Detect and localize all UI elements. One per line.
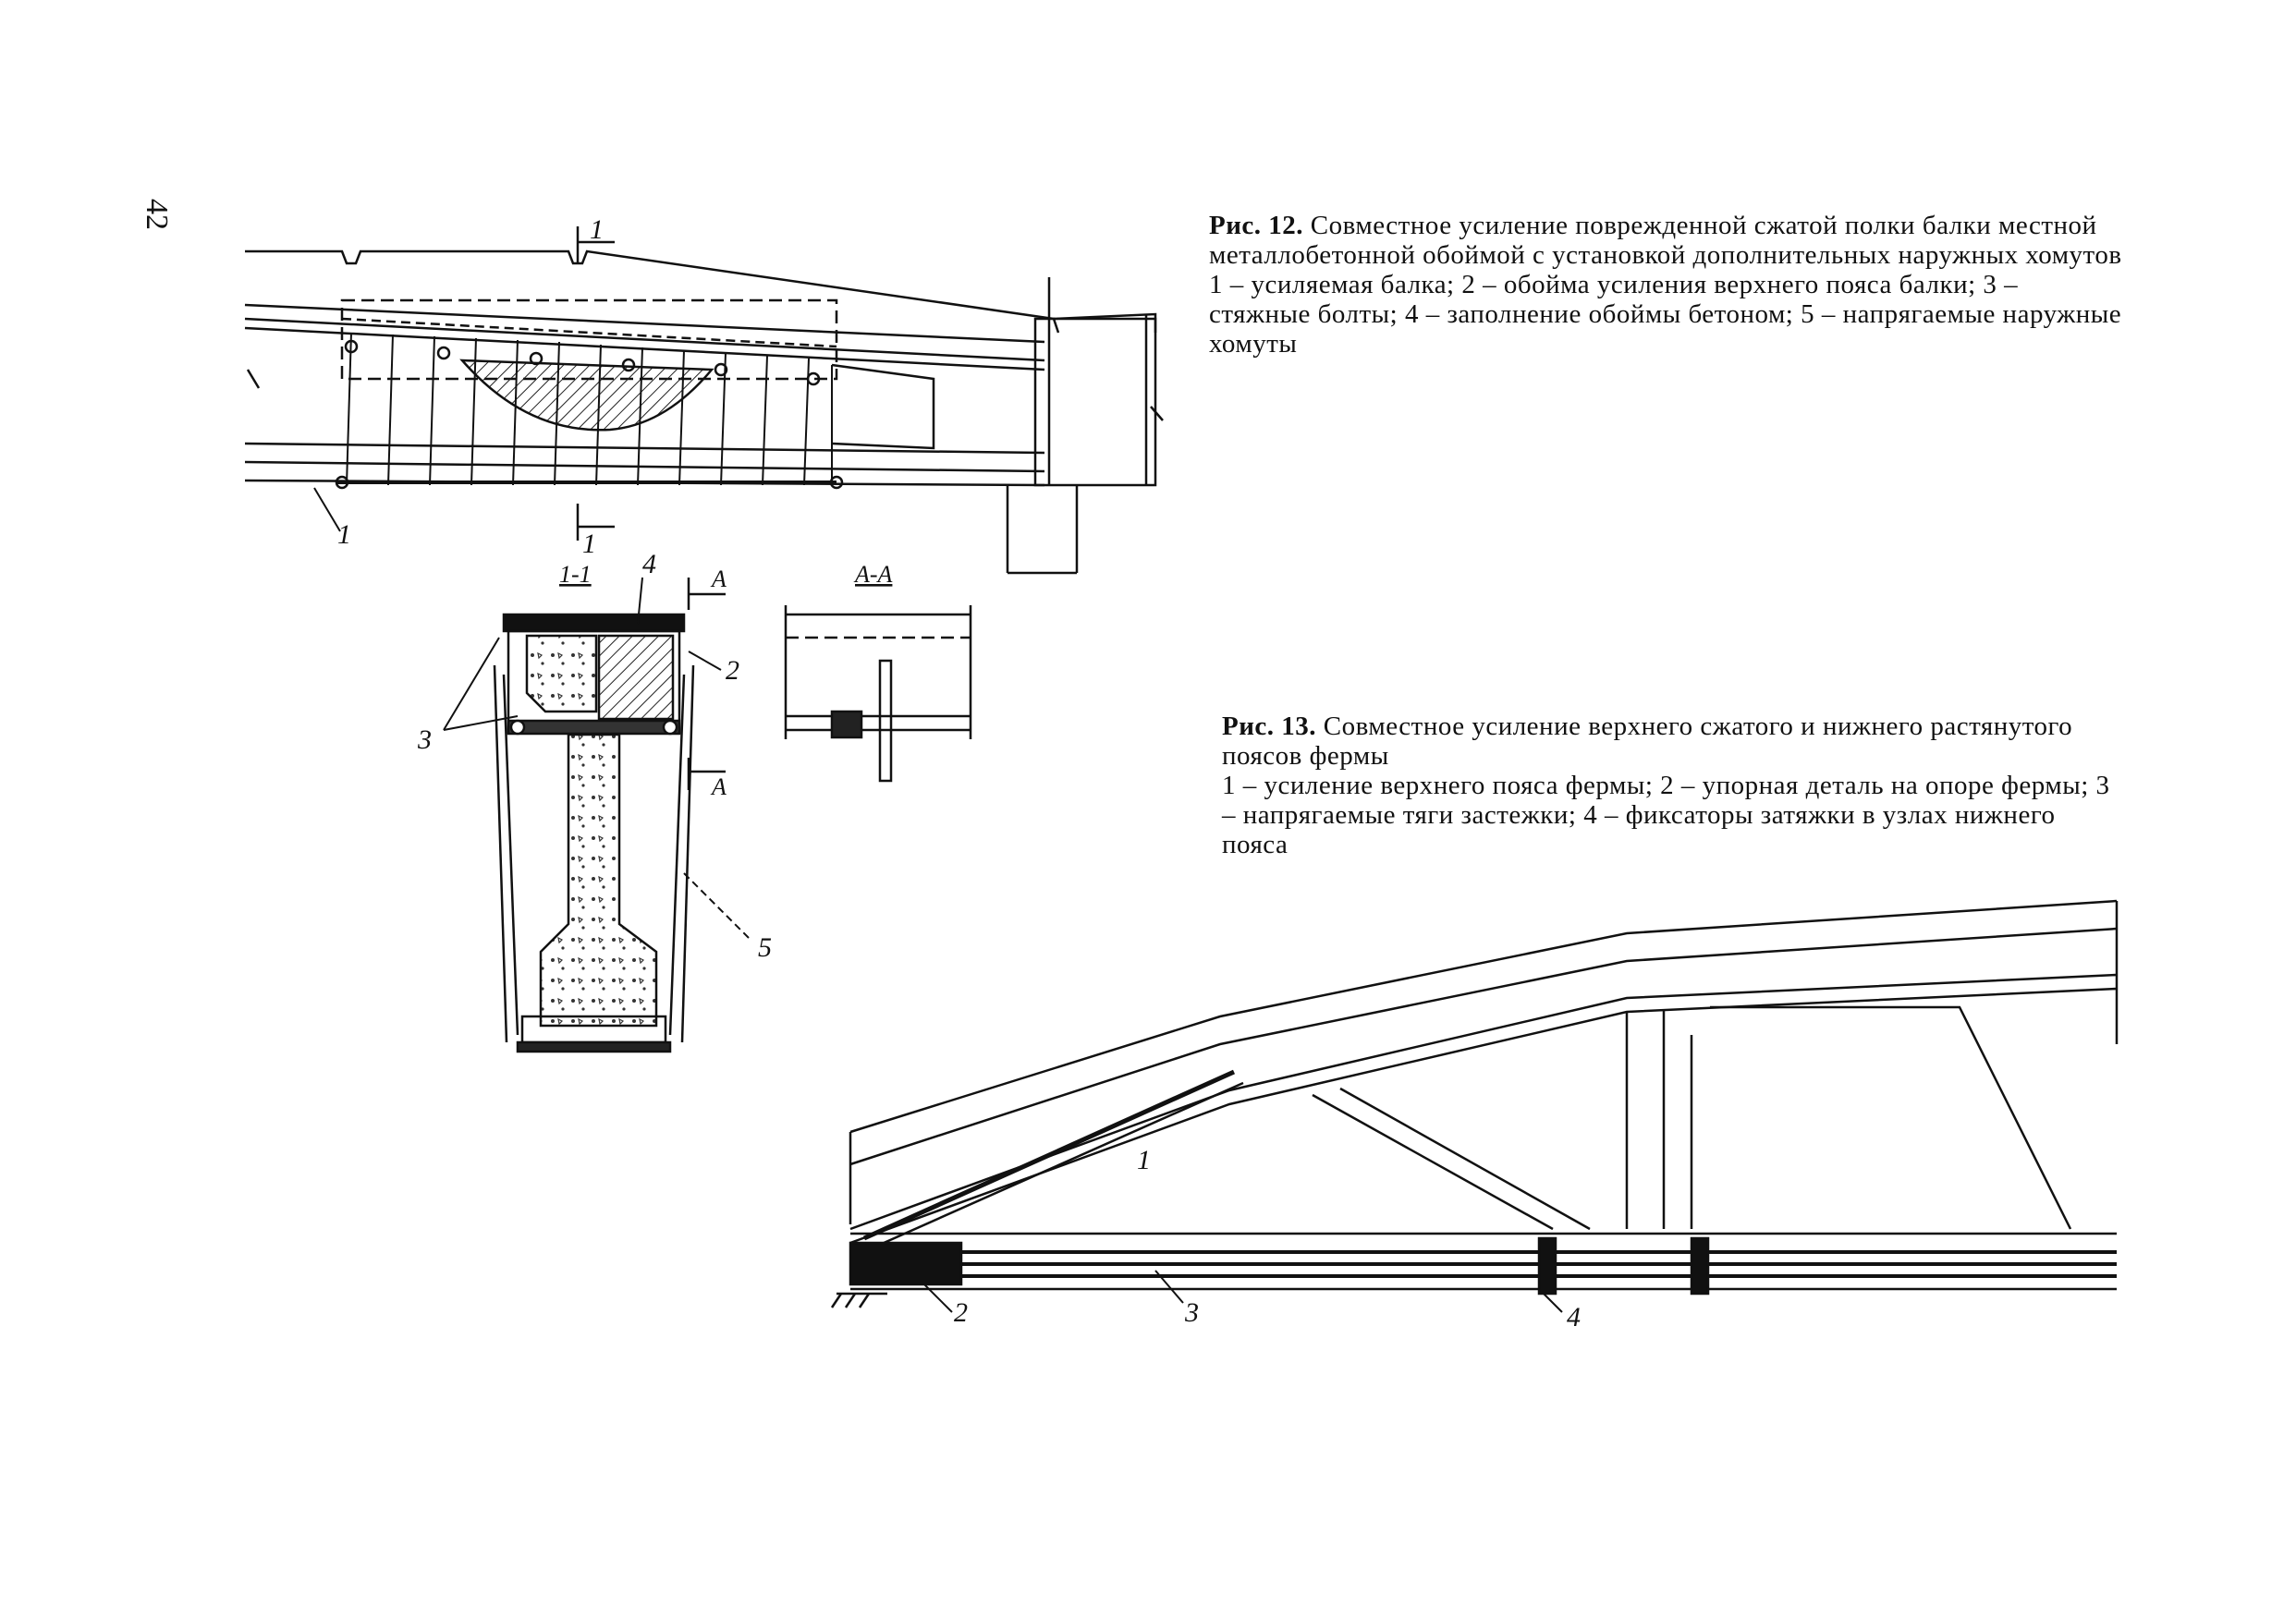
figure-12-view-a-a xyxy=(784,605,972,783)
figure-12-title: Рис. 12. Совместное усиление поврежденно… xyxy=(1209,211,2124,270)
fig13-label-upper-chord: 1 xyxy=(1137,1145,1151,1175)
fig12-label-clip: 2 xyxy=(726,655,739,686)
figure-13-legend: 1 – усиление верхнего пояса фермы; 2 – у… xyxy=(1222,771,2110,859)
fig13-label-ties: 3 xyxy=(1184,1297,1199,1328)
fig12-section-title: 1-1 xyxy=(559,561,592,588)
figure-13-title: Рис. 13. Совместное усиление верхнего сж… xyxy=(1222,712,2128,771)
fig12-section-mark-top: 1 xyxy=(590,214,604,245)
fig12-view-mark-top: А xyxy=(710,566,727,592)
figure-13-prefix: Рис. 13. xyxy=(1222,712,1317,741)
fig12-label-hoops: 5 xyxy=(758,932,772,963)
figure-12-caption: Рис. 12. Совместное усиление поврежденно… xyxy=(1209,211,2124,359)
fig12-view-mark-bottom: А xyxy=(710,773,727,800)
figure-12-elevation xyxy=(244,226,1164,575)
figure-12-section-1-1 xyxy=(443,577,750,1053)
figure-13-truss xyxy=(830,899,2119,1313)
figure-12-title-text: Совместное усиление поврежденной сжатой … xyxy=(1209,211,2122,270)
fig12-section-mark-bottom: 1 xyxy=(582,529,596,559)
figure-12-legend: 1 – усиляемая балка; 2 – обойма усиления… xyxy=(1209,270,2122,359)
fig12-label-fill: 4 xyxy=(642,549,656,579)
figure-13-caption: Рис. 13. Совместное усиление верхнего сж… xyxy=(1222,712,2128,859)
fig12-view-title: А-А xyxy=(853,561,893,588)
figure-12-prefix: Рис. 12. xyxy=(1209,211,1304,240)
fig13-label-clamps: 4 xyxy=(1567,1302,1581,1332)
fig12-label-bolts: 3 xyxy=(417,724,432,755)
fig12-label-beam: 1 xyxy=(337,519,351,550)
fig13-label-stop-part: 2 xyxy=(954,1297,968,1328)
figure-13-title-text: Совместное усиление верхнего сжатого и н… xyxy=(1222,712,2073,771)
